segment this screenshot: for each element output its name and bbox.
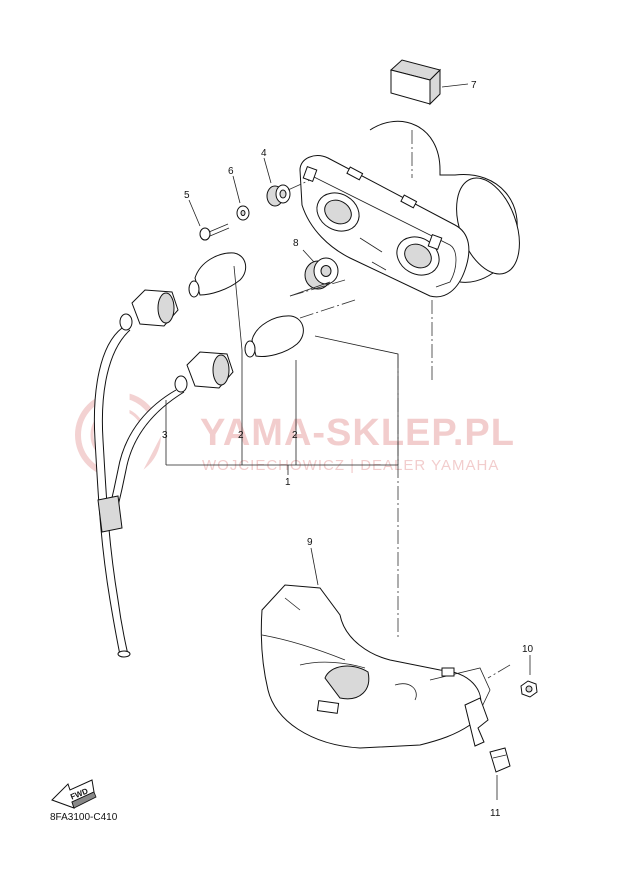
callout-4: 4 bbox=[261, 148, 267, 159]
callout-9: 9 bbox=[307, 537, 313, 548]
assembly-line-screw bbox=[287, 179, 311, 191]
fwd-arrow-icon: FWD bbox=[51, 779, 97, 809]
part-2-bulb-upper bbox=[188, 252, 247, 298]
watermark-title: YAMA-SKLEP.PL bbox=[200, 412, 515, 454]
callout-11: 11 bbox=[490, 808, 501, 819]
watermark-subtitle: WOJCIECHOWICZ | DEALER YAMAHA bbox=[202, 457, 499, 474]
callout-2-right: 2 bbox=[292, 430, 298, 441]
callout-7: 7 bbox=[471, 80, 477, 91]
callout-10: 10 bbox=[522, 644, 534, 655]
part-8-grommet bbox=[302, 249, 339, 290]
meter-housing bbox=[299, 120, 520, 298]
part-5-screw bbox=[188, 199, 230, 241]
part-6-washer bbox=[232, 175, 250, 221]
callout-5: 5 bbox=[184, 190, 190, 201]
callout-2-left: 2 bbox=[238, 430, 244, 441]
part-7-block bbox=[389, 59, 469, 106]
part-4-grommet bbox=[263, 157, 291, 207]
callout-3: 3 bbox=[162, 430, 168, 441]
part-11-clip bbox=[489, 747, 511, 773]
callout-1: 1 bbox=[285, 477, 291, 488]
watermark: YAMA-SKLEP.PL WOJCIECHOWICZ | DEALER YAM… bbox=[75, 392, 515, 478]
part-10-nut bbox=[520, 680, 538, 698]
drawing-code: 8FA3100-C410 bbox=[50, 812, 118, 823]
part-3-socket-wiring bbox=[93, 289, 234, 658]
callout-8: 8 bbox=[293, 238, 299, 249]
callout-leaders bbox=[165, 130, 531, 800]
part-9-lower-cover bbox=[260, 584, 491, 749]
callout-6: 6 bbox=[228, 166, 234, 177]
part-2-bulb-lower bbox=[244, 315, 304, 358]
